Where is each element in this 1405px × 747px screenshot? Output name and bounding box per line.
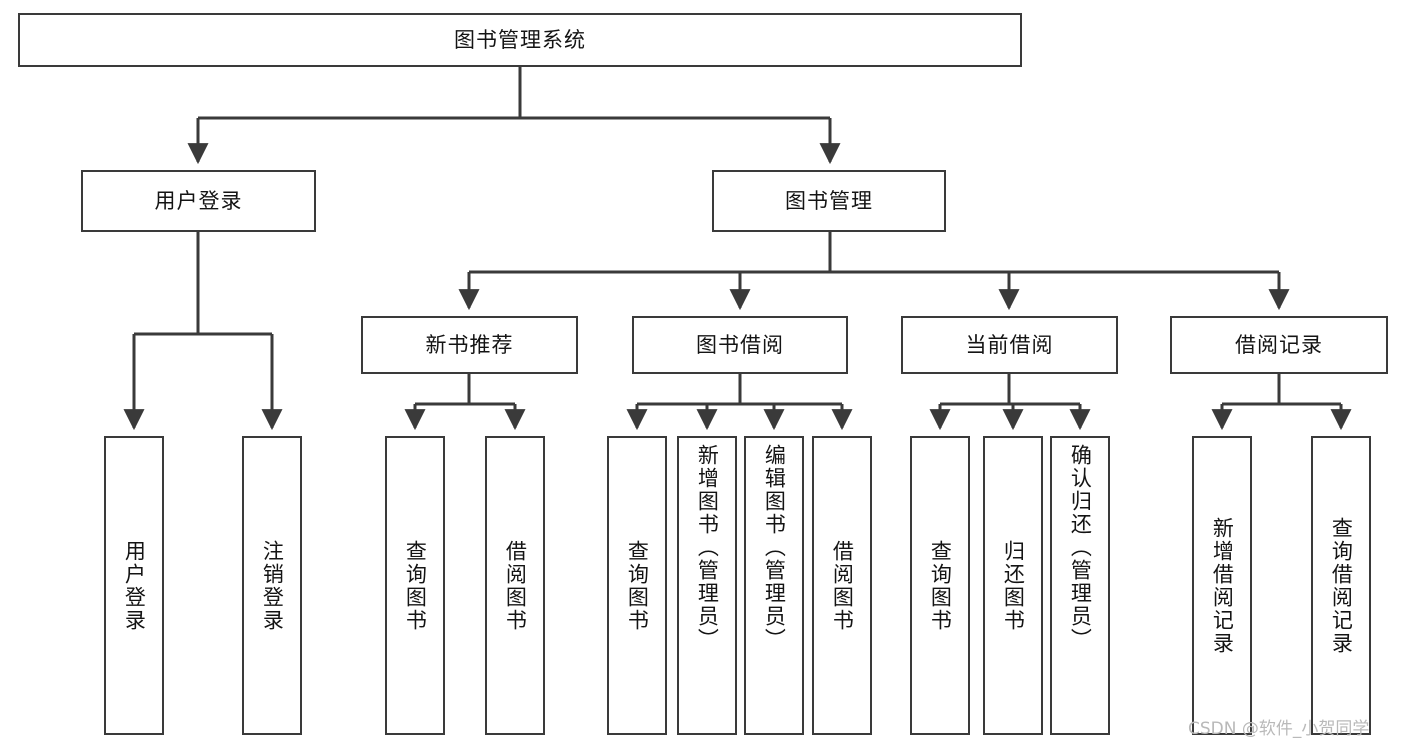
node-leaf-add-borrow-record[interactable]: 新增借阅记录: [1192, 436, 1252, 735]
node-leaf-edit-book-label: 编辑图书（管理员）: [762, 444, 787, 651]
node-leaf-user-login-label: 用户登录: [122, 539, 147, 632]
node-leaf-user-login[interactable]: 用户登录: [104, 436, 164, 735]
node-leaf-query-book-rec-label: 查询图书: [403, 539, 428, 632]
node-leaf-add-borrow-record-label: 新增借阅记录: [1210, 516, 1235, 655]
node-book-borrow[interactable]: 图书借阅: [632, 316, 848, 374]
node-book-manage-label: 图书管理: [785, 188, 873, 213]
node-leaf-borrow-book-label: 借阅图书: [830, 539, 855, 632]
node-leaf-query-book-current[interactable]: 查询图书: [910, 436, 970, 735]
node-leaf-borrow-book-rec[interactable]: 借阅图书: [485, 436, 545, 735]
node-root-label: 图书管理系统: [454, 27, 586, 52]
node-leaf-return-book-label: 归还图书: [1001, 539, 1026, 632]
node-leaf-query-book-borrow-label: 查询图书: [625, 539, 650, 632]
node-leaf-add-book[interactable]: 新增图书（管理员）: [677, 436, 737, 735]
node-leaf-query-book-current-label: 查询图书: [928, 539, 953, 632]
node-leaf-query-borrow-record[interactable]: 查询借阅记录: [1311, 436, 1371, 735]
node-borrow-record-label: 借阅记录: [1235, 332, 1323, 357]
node-book-borrow-label: 图书借阅: [696, 332, 784, 357]
node-leaf-borrow-book-rec-label: 借阅图书: [503, 539, 528, 632]
node-leaf-query-book-borrow[interactable]: 查询图书: [607, 436, 667, 735]
node-leaf-query-book-rec[interactable]: 查询图书: [385, 436, 445, 735]
node-leaf-edit-book[interactable]: 编辑图书（管理员）: [744, 436, 804, 735]
node-new-book-rec-label: 新书推荐: [425, 332, 514, 357]
node-leaf-return-book[interactable]: 归还图书: [983, 436, 1043, 735]
node-current-borrow[interactable]: 当前借阅: [901, 316, 1118, 374]
node-leaf-borrow-book[interactable]: 借阅图书: [812, 436, 872, 735]
node-user-login-label: 用户登录: [154, 188, 243, 213]
node-book-manage[interactable]: 图书管理: [712, 170, 946, 232]
node-root[interactable]: 图书管理系统: [18, 13, 1022, 67]
node-leaf-user-logout-label: 注销登录: [260, 539, 285, 632]
node-leaf-confirm-return-label: 确认归还（管理员）: [1068, 444, 1093, 651]
node-leaf-query-borrow-record-label: 查询借阅记录: [1329, 516, 1354, 655]
node-borrow-record[interactable]: 借阅记录: [1170, 316, 1388, 374]
node-leaf-add-book-label: 新增图书（管理员）: [695, 444, 720, 651]
node-leaf-user-logout[interactable]: 注销登录: [242, 436, 302, 735]
node-current-borrow-label: 当前借阅: [965, 332, 1054, 357]
watermark: CSDN @软件_小贺同学: [1188, 719, 1370, 739]
node-leaf-confirm-return[interactable]: 确认归还（管理员）: [1050, 436, 1110, 735]
node-new-book-rec[interactable]: 新书推荐: [361, 316, 578, 374]
node-user-login[interactable]: 用户登录: [81, 170, 316, 232]
